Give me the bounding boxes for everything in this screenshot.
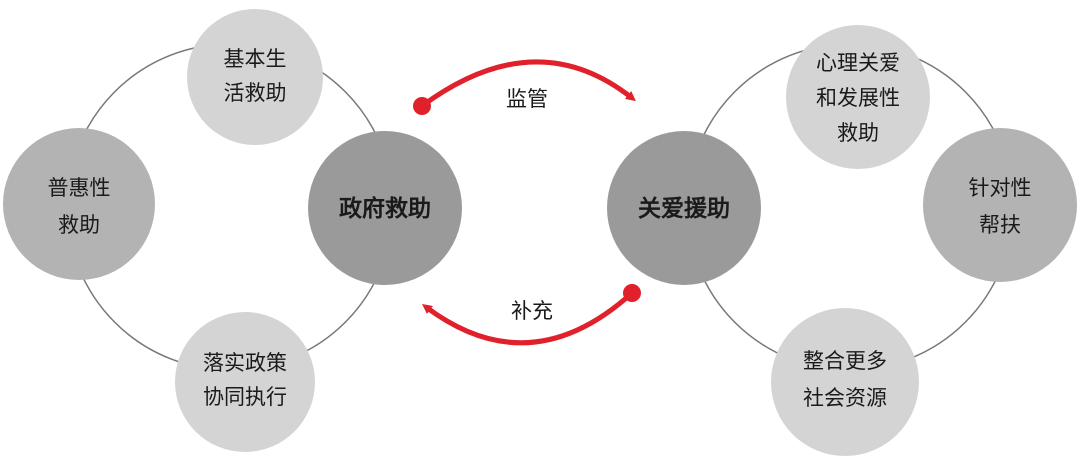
satellite-universal-line-1: 普惠性 [48, 176, 111, 200]
satellite-basic-living-assistance: 基本生 活救助 [187, 9, 323, 145]
satellite-psych-line-3: 救助 [837, 121, 879, 145]
supervision-label: 监管 [506, 87, 548, 111]
satellite-psych-line-1: 心理关爱 [816, 51, 900, 75]
satellite-basic-line-1: 基本生 [224, 47, 287, 71]
satellite-basic-line-2: 活救助 [224, 81, 287, 105]
satellite-policy-implementation: 落实政策 协同执行 [175, 312, 315, 452]
supplement-arrow-start-dot [623, 284, 641, 302]
satellite-psychological-care: 心理关爱 和发展性 救助 [786, 25, 930, 169]
satellite-policy-line-2: 协同执行 [203, 385, 287, 409]
supplement-label: 补充 [511, 299, 553, 323]
satellite-universal-assistance: 普惠性 救助 [3, 128, 155, 280]
supervision-arrow: 监管 [413, 59, 636, 115]
hub-care-label: 关爱援助 [638, 195, 730, 222]
satellite-universal-line-2: 救助 [58, 213, 100, 237]
satellite-resources-line-1: 整合更多 [803, 349, 887, 373]
satellite-social-resources: 整合更多 社会资源 [771, 308, 919, 456]
supplement-arrow: 补充 [421, 284, 641, 346]
satellite-targeted-line-1: 针对性 [969, 176, 1032, 200]
hub-government-assistance: 政府救助 [308, 131, 462, 285]
hub-government-label: 政府救助 [339, 195, 431, 222]
supervision-arrow-start-dot [413, 97, 431, 115]
satellite-targeted-support: 针对性 帮扶 [923, 128, 1077, 282]
hub-care-assistance: 关爱援助 [607, 131, 761, 285]
satellite-targeted-line-2: 帮扶 [979, 213, 1021, 237]
satellite-resources-line-2: 社会资源 [803, 386, 887, 410]
satellite-psych-line-2: 和发展性 [816, 86, 900, 110]
satellite-policy-line-1: 落实政策 [203, 351, 287, 375]
